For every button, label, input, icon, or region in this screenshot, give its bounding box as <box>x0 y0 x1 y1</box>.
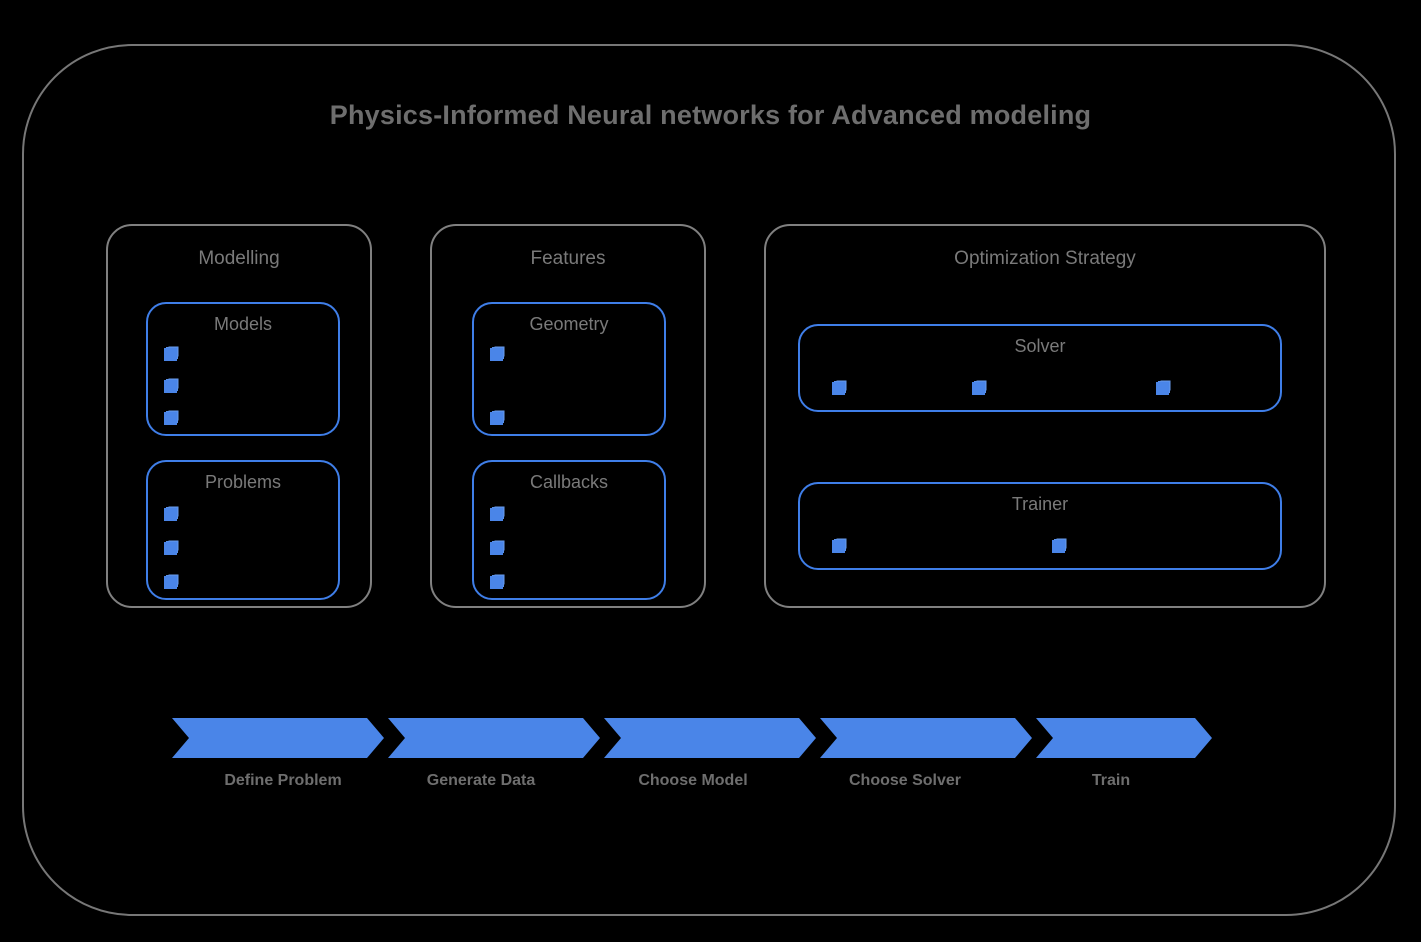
cube-marker <box>164 576 177 589</box>
cube-marker <box>1052 540 1065 553</box>
group-panel-optimization-strategy: Optimization Strategy <box>764 224 1326 608</box>
cube-marker <box>164 508 177 521</box>
cube-marker <box>832 382 845 395</box>
cube-marker <box>164 380 177 393</box>
sub-box-title-callbacks: Callbacks <box>529 472 609 492</box>
group-title-modelling: Modelling <box>198 248 280 269</box>
group-title-optimization-strategy: Optimization Strategy <box>954 248 1136 269</box>
sub-box-title-models: Models <box>213 314 273 334</box>
cube-marker <box>1156 382 1169 395</box>
pipeline-label-choose-model: Choose Model <box>638 772 748 789</box>
sub-box-problems[interactable]: Problems <box>146 460 340 600</box>
group-panel-modelling: Modelling <box>106 224 372 608</box>
pipeline-label-define-problem: Define Problem <box>224 772 342 789</box>
group-panel-features: Features <box>430 224 706 608</box>
cube-marker <box>164 542 177 555</box>
page-title: Physics-Informed Neural networks for Adv… <box>329 100 1092 130</box>
cube-marker <box>490 542 503 555</box>
sub-box-geometry[interactable]: Geometry <box>472 302 666 436</box>
pipeline-step-choose-solver[interactable] <box>820 718 1032 758</box>
sub-box-callbacks[interactable]: Callbacks <box>472 460 666 600</box>
cube-marker <box>972 382 985 395</box>
sub-box-trainer[interactable]: Trainer <box>798 482 1282 570</box>
sub-box-title-problems: Problems <box>204 472 282 492</box>
pipeline-step-train[interactable] <box>1036 718 1212 758</box>
pipeline-step-define-problem[interactable] <box>172 718 384 758</box>
pipeline-label-choose-solver: Choose Solver <box>848 772 962 789</box>
sub-box-title-geometry: Geometry <box>529 314 609 334</box>
sub-box-solver[interactable]: Solver <box>798 324 1282 412</box>
sub-box-models[interactable]: Models <box>146 302 340 436</box>
cube-marker <box>490 348 503 361</box>
sub-box-title-solver: Solver <box>1014 336 1066 356</box>
pipeline-label-generate-data: Generate Data <box>426 772 536 789</box>
cube-marker <box>490 412 503 425</box>
cube-marker <box>490 576 503 589</box>
pipeline-label-train: Train <box>1091 772 1131 789</box>
cube-marker <box>490 508 503 521</box>
pipeline <box>172 718 1212 758</box>
cube-marker <box>164 348 177 361</box>
group-title-features: Features <box>530 248 606 269</box>
pipeline-step-choose-model[interactable] <box>604 718 816 758</box>
outer-frame <box>22 44 1396 916</box>
sub-box-title-trainer: Trainer <box>1011 494 1069 514</box>
cube-marker <box>832 540 845 553</box>
pipeline-step-generate-data[interactable] <box>388 718 600 758</box>
cube-marker <box>164 412 177 425</box>
